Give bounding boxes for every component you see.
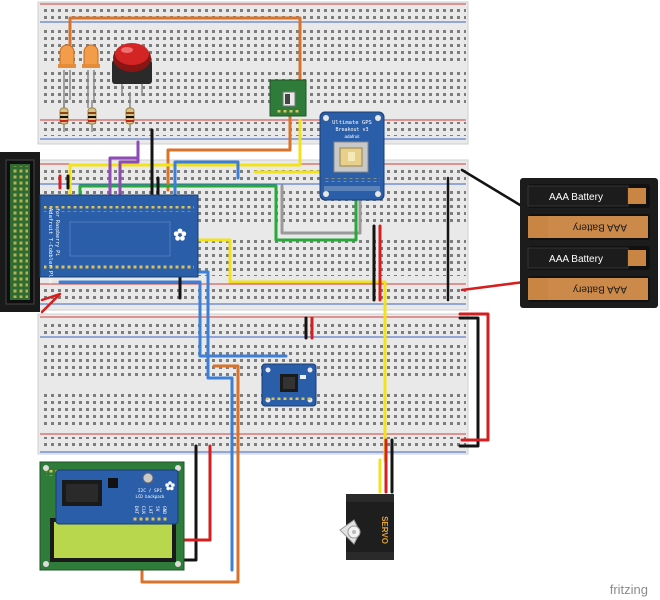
wire-red-cobbler [40, 292, 62, 314]
wire-purple-2 [118, 140, 140, 197]
resistor-3 [125, 92, 135, 132]
lcd-pin-dat: DAT [133, 506, 139, 514]
flower-icon [173, 228, 187, 241]
resistor-2 [87, 100, 97, 132]
battery-cell-4: AAA Battery [528, 276, 650, 302]
breadboard-bottom [37, 313, 469, 455]
servo-label: SERVO [380, 516, 389, 544]
wire-red-right [458, 312, 490, 442]
battery-label-1: AAA Battery [549, 192, 603, 203]
t-cobbler: Adafruit T-Cobbler Plus for Raspberry Pi [39, 194, 199, 284]
servo-horn-icon [339, 519, 361, 545]
battery-cell-1: AAA Battery [527, 184, 650, 208]
wire-purple-1 [108, 156, 140, 197]
wire-orange-cobbler [166, 113, 292, 192]
wire-black-battery [446, 168, 522, 302]
lcd-backpack-title: I2C / SPI [138, 488, 163, 494]
battery-label-3: AAA Battery [549, 254, 603, 265]
lcd-pin-5v: 5V [154, 506, 160, 512]
lcd-backpack-sub: LCD backpack [136, 494, 165, 499]
cobbler-subtitle: for Raspberry Pi [54, 208, 60, 256]
wire-gray [280, 184, 362, 235]
cobbler-title: Adafruit T-Cobbler Plus [47, 208, 53, 284]
lcd-pin-gnd: GND [161, 506, 167, 514]
led-2 [82, 44, 100, 108]
flower-icon [165, 481, 175, 491]
battery-cell-2: AAA Battery [528, 214, 650, 240]
wire-yellow-long [188, 238, 387, 462]
chip-icon [280, 374, 298, 392]
gps-title: Ultimate GPS [332, 120, 372, 126]
gps-brand: adafruit [344, 134, 360, 139]
fritzing-watermark: fritzing [610, 582, 648, 597]
lcd-pin-clk: CLK [140, 506, 146, 514]
wire-green [78, 184, 358, 242]
lcd-pin-lat: LAT [147, 506, 153, 514]
slide-switch [269, 79, 307, 117]
lcd-backpack: I2C / SPI LCD backpack DAT CLK LAT 5V GN… [55, 469, 179, 525]
wire-yellow-main [68, 118, 302, 197]
wire-blue-3 [173, 160, 240, 197]
wire-blue-2 [58, 280, 288, 358]
resistor-1 [59, 100, 69, 132]
breadboard-top [37, 1, 469, 145]
lcd-pin-labels: DAT CLK LAT 5V GND [133, 506, 167, 514]
gps-subtitle: Breakout v3 [335, 127, 368, 133]
gps-breakout: Ultimate GPS Breakout v3 adafruit [319, 111, 385, 201]
servo: SERVO [339, 494, 394, 560]
gpio-ribbon-header [0, 152, 40, 312]
battery-cell-3: AAA Battery [527, 246, 650, 270]
wire-black-right [458, 316, 480, 448]
push-button [112, 43, 152, 96]
wire-orange-switch [68, 16, 302, 87]
accelerometer-breakout [261, 363, 317, 407]
wire-red-battery [460, 280, 526, 292]
battery-pack: AAA Battery AAA Battery AAA Battery AAA … [520, 178, 658, 308]
battery-label-2: AAA Battery [573, 221, 627, 232]
battery-label-4: AAA Battery [573, 283, 627, 294]
